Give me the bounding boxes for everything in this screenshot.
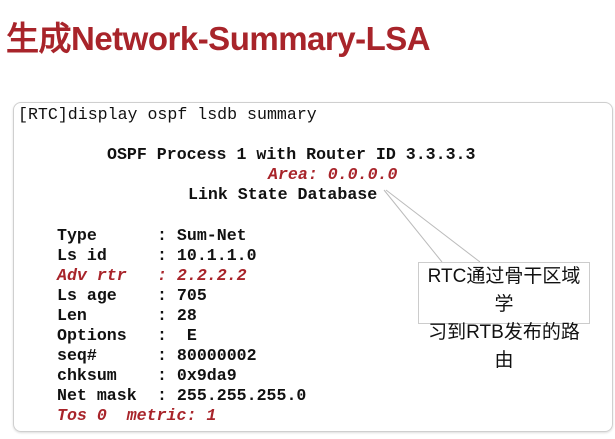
field-value-text: 2.2.2.2 bbox=[176, 266, 247, 285]
cli-output-panel bbox=[13, 102, 613, 432]
field-label: chksum bbox=[57, 366, 117, 385]
field-value-text: 0x9da9 bbox=[176, 366, 237, 385]
annotation-callout: RTC通过骨干区域学 习到RTB发布的路由 bbox=[418, 262, 590, 371]
field-value: : 0x9da9 bbox=[157, 366, 237, 385]
slide-title: 生成Network-Summary-LSA bbox=[6, 20, 431, 57]
field-value-text: Sum-Net bbox=[176, 226, 247, 245]
command-line: [RTC]display ospf lsdb summary bbox=[18, 105, 317, 124]
field-value: : 705 bbox=[157, 286, 207, 305]
tos-metric-line: Tos 0 metric: 1 bbox=[57, 406, 217, 425]
field-value-text: 10.1.1.0 bbox=[176, 246, 257, 265]
field-label: Ls id bbox=[57, 246, 107, 265]
field-value: : 10.1.1.0 bbox=[157, 246, 257, 265]
field-label: Len bbox=[57, 306, 87, 325]
field-value: : 255.255.255.0 bbox=[157, 386, 307, 405]
process-line: OSPF Process 1 with Router ID 3.3.3.3 bbox=[107, 145, 476, 164]
field-label: Net mask bbox=[57, 386, 137, 405]
field-value: : 28 bbox=[157, 306, 197, 325]
field-value: : Sum-Net bbox=[157, 226, 247, 245]
field-label: Type bbox=[57, 226, 97, 245]
field-value: : E bbox=[157, 326, 197, 345]
field-value: : 80000002 bbox=[157, 346, 257, 365]
field-label: Options bbox=[57, 326, 127, 345]
field-label: seq# bbox=[57, 346, 97, 365]
field-value-text: 28 bbox=[176, 306, 197, 325]
field-value: : 2.2.2.2 bbox=[157, 266, 247, 285]
callout-line-1: RTC通过骨干区域学 bbox=[427, 266, 581, 315]
field-label: Adv rtr bbox=[57, 266, 127, 285]
field-value-text: 80000002 bbox=[176, 346, 257, 365]
field-value-text: 255.255.255.0 bbox=[176, 386, 307, 405]
field-label: Ls age bbox=[57, 286, 117, 305]
area-line: Area: 0.0.0.0 bbox=[268, 165, 398, 184]
database-heading: Link State Database bbox=[188, 185, 378, 204]
callout-line-2: 习到RTB发布的路由 bbox=[428, 322, 580, 371]
field-value-text: E bbox=[176, 326, 197, 345]
field-value-text: 705 bbox=[176, 286, 207, 305]
